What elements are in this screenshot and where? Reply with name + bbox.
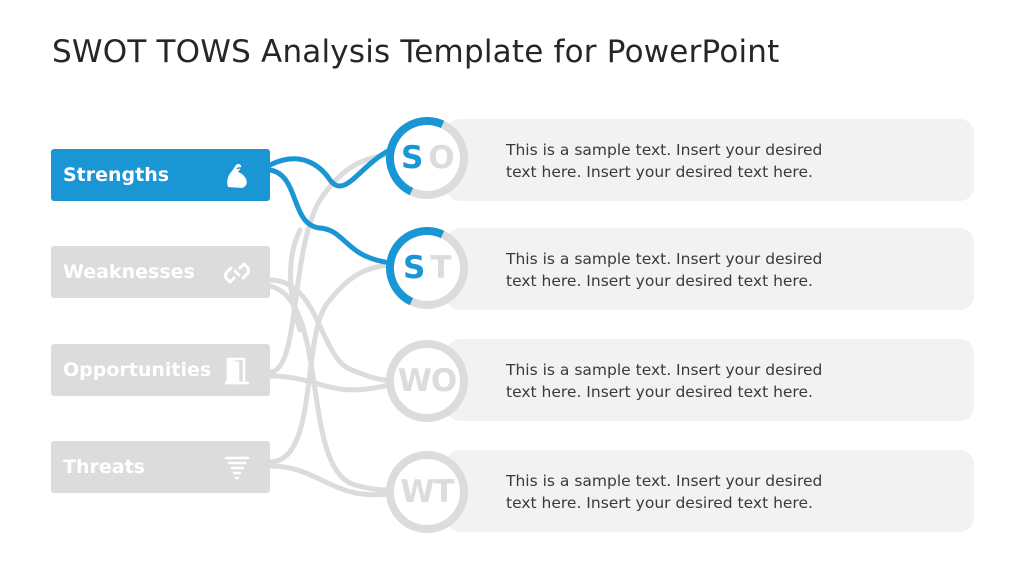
strategy-text-wo[interactable]: This is a sample text. Insert your desir… <box>506 359 836 403</box>
strategy-letter-second: T <box>433 474 455 510</box>
label-text: Weaknesses <box>63 261 195 283</box>
strategy-bar-so <box>446 119 974 201</box>
strategy-text-st[interactable]: This is a sample text. Insert your desir… <box>506 248 836 292</box>
connector-strengths-tail-1 <box>288 227 303 333</box>
strategy-text-line: text here. Insert your desired text here… <box>506 494 813 512</box>
connector-threats-wt <box>267 463 391 498</box>
connector-strengths-so <box>267 147 393 189</box>
open-door-icon <box>225 357 249 385</box>
label-weaknesses[interactable]: Weaknesses <box>51 246 270 298</box>
strategy-letter-first: W <box>400 474 434 510</box>
label-text: Strengths <box>63 164 170 186</box>
label-opportunities[interactable]: Opportunities <box>51 344 270 396</box>
connector-opportunities-so <box>267 152 391 375</box>
strategy-letter-second: O <box>427 140 454 176</box>
strategy-text-line: text here. Insert your desired text here… <box>506 383 813 401</box>
label-text: Opportunities <box>63 359 212 381</box>
strategy-bar-wo <box>446 339 974 421</box>
strategy-text-line: This is a sample text. Insert your desir… <box>506 141 823 159</box>
strategy-letter-second: O <box>430 363 457 399</box>
strategy-letter-first: W <box>397 363 432 399</box>
label-strengths[interactable]: Strengths <box>51 149 270 201</box>
strategy-bar-wt <box>446 450 974 532</box>
strategy-text-line: This is a sample text. Insert your desir… <box>506 250 823 268</box>
broken-chain-icon <box>224 262 250 284</box>
strategy-text-line: This is a sample text. Insert your desir… <box>506 361 823 379</box>
strategy-letter-second: T <box>430 250 451 287</box>
connector-opportunities-wo <box>267 373 391 393</box>
connector-threats-st <box>267 262 391 465</box>
slide-title: SWOT TOWS Analysis Template for PowerPoi… <box>52 34 780 70</box>
strategy-text-so[interactable]: This is a sample text. Insert your desir… <box>506 139 836 183</box>
strategy-text-line: text here. Insert your desired text here… <box>506 272 813 290</box>
strategy-bar-st <box>446 228 974 310</box>
strategy-text-line: text here. Insert your desired text here… <box>506 163 813 181</box>
connector-weaknesses-wt <box>267 283 391 493</box>
flexed-arm-icon <box>227 164 247 188</box>
strategy-text-wt[interactable]: This is a sample text. Insert your desir… <box>506 470 836 514</box>
strategy-text-line: This is a sample text. Insert your desir… <box>506 472 823 490</box>
strategy-letter-first: S <box>403 250 425 287</box>
tornado-icon <box>224 456 250 480</box>
strategy-letter-first: S <box>400 140 422 176</box>
label-text: Threats <box>63 456 145 478</box>
connector-strengths-st <box>267 167 388 265</box>
label-threats[interactable]: Threats <box>51 441 270 493</box>
